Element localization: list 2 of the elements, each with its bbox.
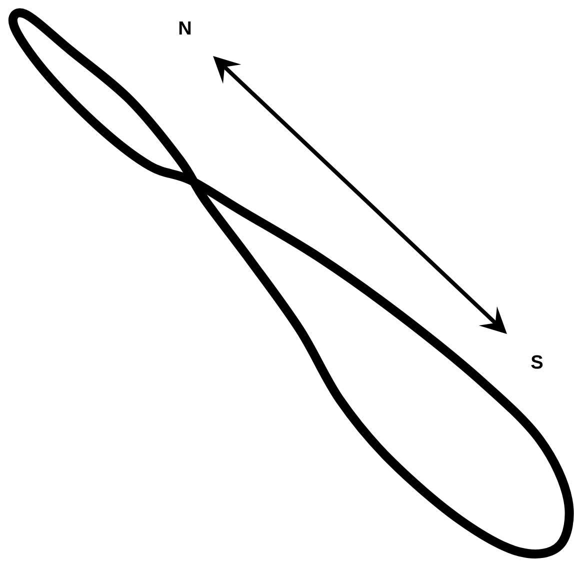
compass-label: N <box>179 21 191 35</box>
compass-label: S <box>531 355 543 369</box>
